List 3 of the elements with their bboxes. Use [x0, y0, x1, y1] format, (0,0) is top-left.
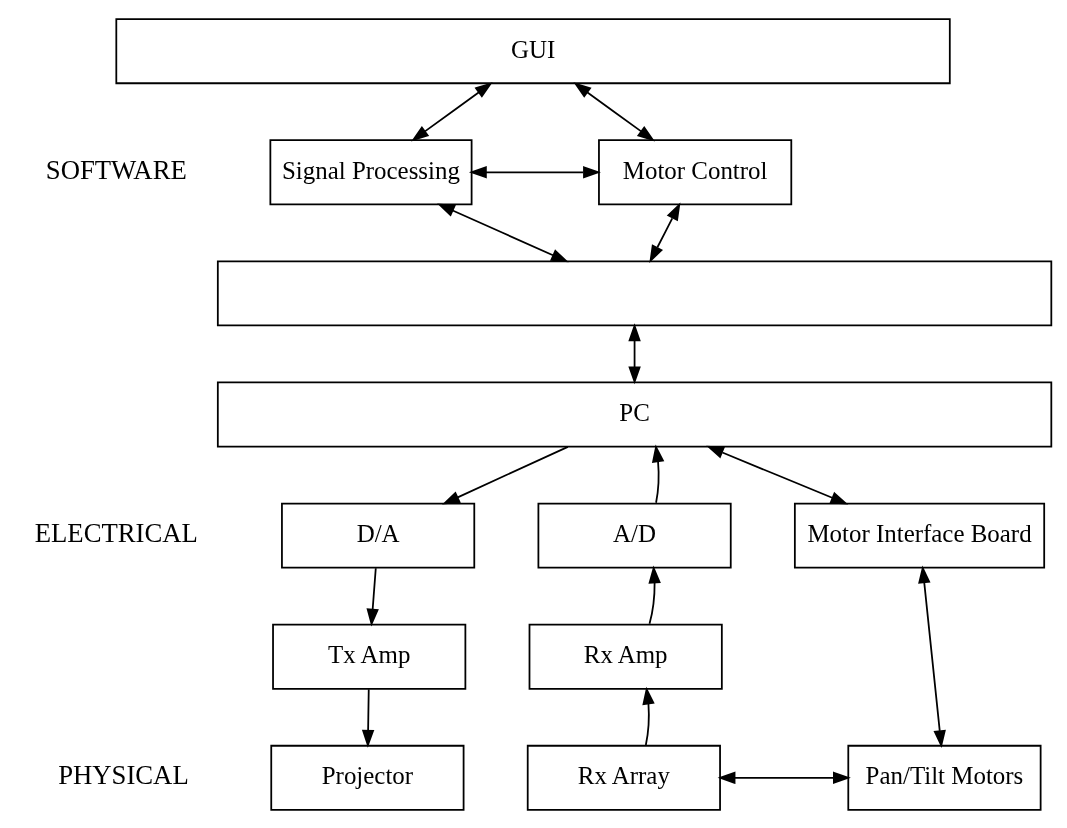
label: PHYSICAL: [58, 759, 189, 790]
label: ELECTRICAL: [34, 517, 198, 548]
label: SOFTWARE: [45, 154, 187, 185]
